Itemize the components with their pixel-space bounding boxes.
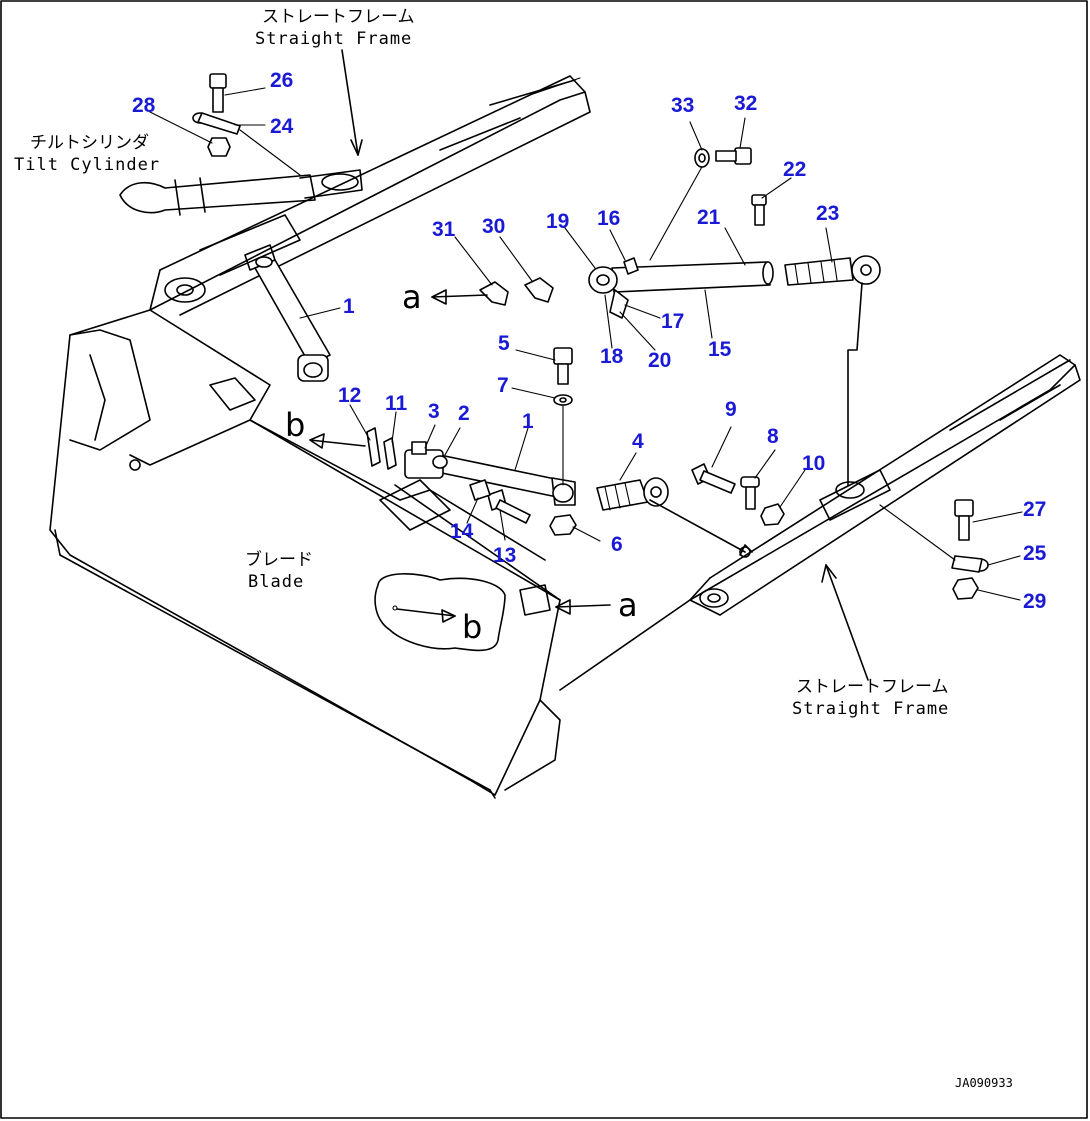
callout-19: 19 [546, 210, 569, 233]
ref-a-lower: a [618, 586, 638, 624]
callout-20: 20 [648, 349, 671, 372]
tilt-cylinder-sketch [119, 169, 363, 216]
callout-11: 11 [385, 392, 408, 415]
leader-lines [149, 87, 1023, 601]
callout-16: 16 [597, 207, 620, 230]
arrows [309, 49, 869, 681]
callout-32: 32 [734, 92, 757, 115]
callout-25: 25 [1023, 542, 1047, 565]
callout-numbers: 26 24 28 1 12 11 3 2 1 4 5 7 6 13 14 9 8… [132, 69, 1047, 613]
ref-b-upper: b [285, 406, 305, 444]
callout-28: 28 [132, 94, 156, 117]
callout-3: 3 [428, 400, 440, 423]
callout-13: 13 [493, 544, 516, 567]
upper-frame-jp-label: ストレートフレーム [262, 7, 415, 27]
lower-rod-assembly [404, 441, 746, 553]
callout-14: 14 [450, 520, 474, 543]
text-labels: ストレートフレーム Straight Frame チルトシリンダ Tilt Cy… [14, 7, 1013, 1090]
callout-10: 10 [802, 452, 825, 475]
callout-15: 15 [708, 338, 732, 361]
callout-2: 2 [458, 402, 470, 425]
lower-frame-en-label: Straight Frame [792, 699, 949, 719]
lower-straight-frame [559, 354, 1081, 691]
callout-31: 31 [432, 218, 456, 241]
blade-en-label: Blade [248, 572, 304, 592]
callout-24: 24 [270, 115, 294, 138]
callout-26: 26 [270, 69, 293, 92]
callout-1-upper: 1 [343, 295, 355, 318]
callout-1-lower: 1 [522, 410, 534, 433]
callout-18: 18 [600, 345, 624, 368]
callout-9: 9 [725, 398, 737, 421]
upper-straight-frame [149, 75, 591, 316]
callout-21: 21 [697, 206, 721, 229]
blade-outline [49, 309, 561, 799]
lower-frame-jp-label: ストレートフレーム [796, 677, 949, 697]
blade-jp-label: ブレード [245, 549, 313, 570]
callout-5: 5 [498, 332, 510, 355]
detail-b-outline [374, 573, 506, 652]
callout-33: 33 [671, 94, 694, 117]
callout-22: 22 [783, 158, 806, 181]
callout-4: 4 [632, 430, 644, 453]
ref-b-lower: b [462, 608, 482, 646]
tilt-cylinder-en-label: Tilt Cylinder [14, 155, 160, 175]
callout-7: 7 [497, 374, 509, 397]
callout-23: 23 [816, 202, 839, 225]
callout-27: 27 [1023, 498, 1046, 521]
callout-30: 30 [482, 215, 505, 238]
cylinder-upper-part-1 [254, 256, 331, 382]
upper-rod-assembly [588, 164, 881, 486]
callout-12: 12 [338, 384, 361, 407]
tilt-cylinder-jp-label: チルトシリンダ [30, 133, 149, 153]
small-parts [192, 73, 989, 600]
ref-a-upper: a [402, 278, 422, 316]
upper-frame-en-label: Straight Frame [255, 29, 412, 49]
callout-17: 17 [661, 310, 684, 333]
callout-8: 8 [767, 425, 779, 448]
callout-6: 6 [611, 533, 623, 556]
drawing-code: JA090933 [955, 1076, 1013, 1090]
callout-29: 29 [1023, 590, 1046, 613]
